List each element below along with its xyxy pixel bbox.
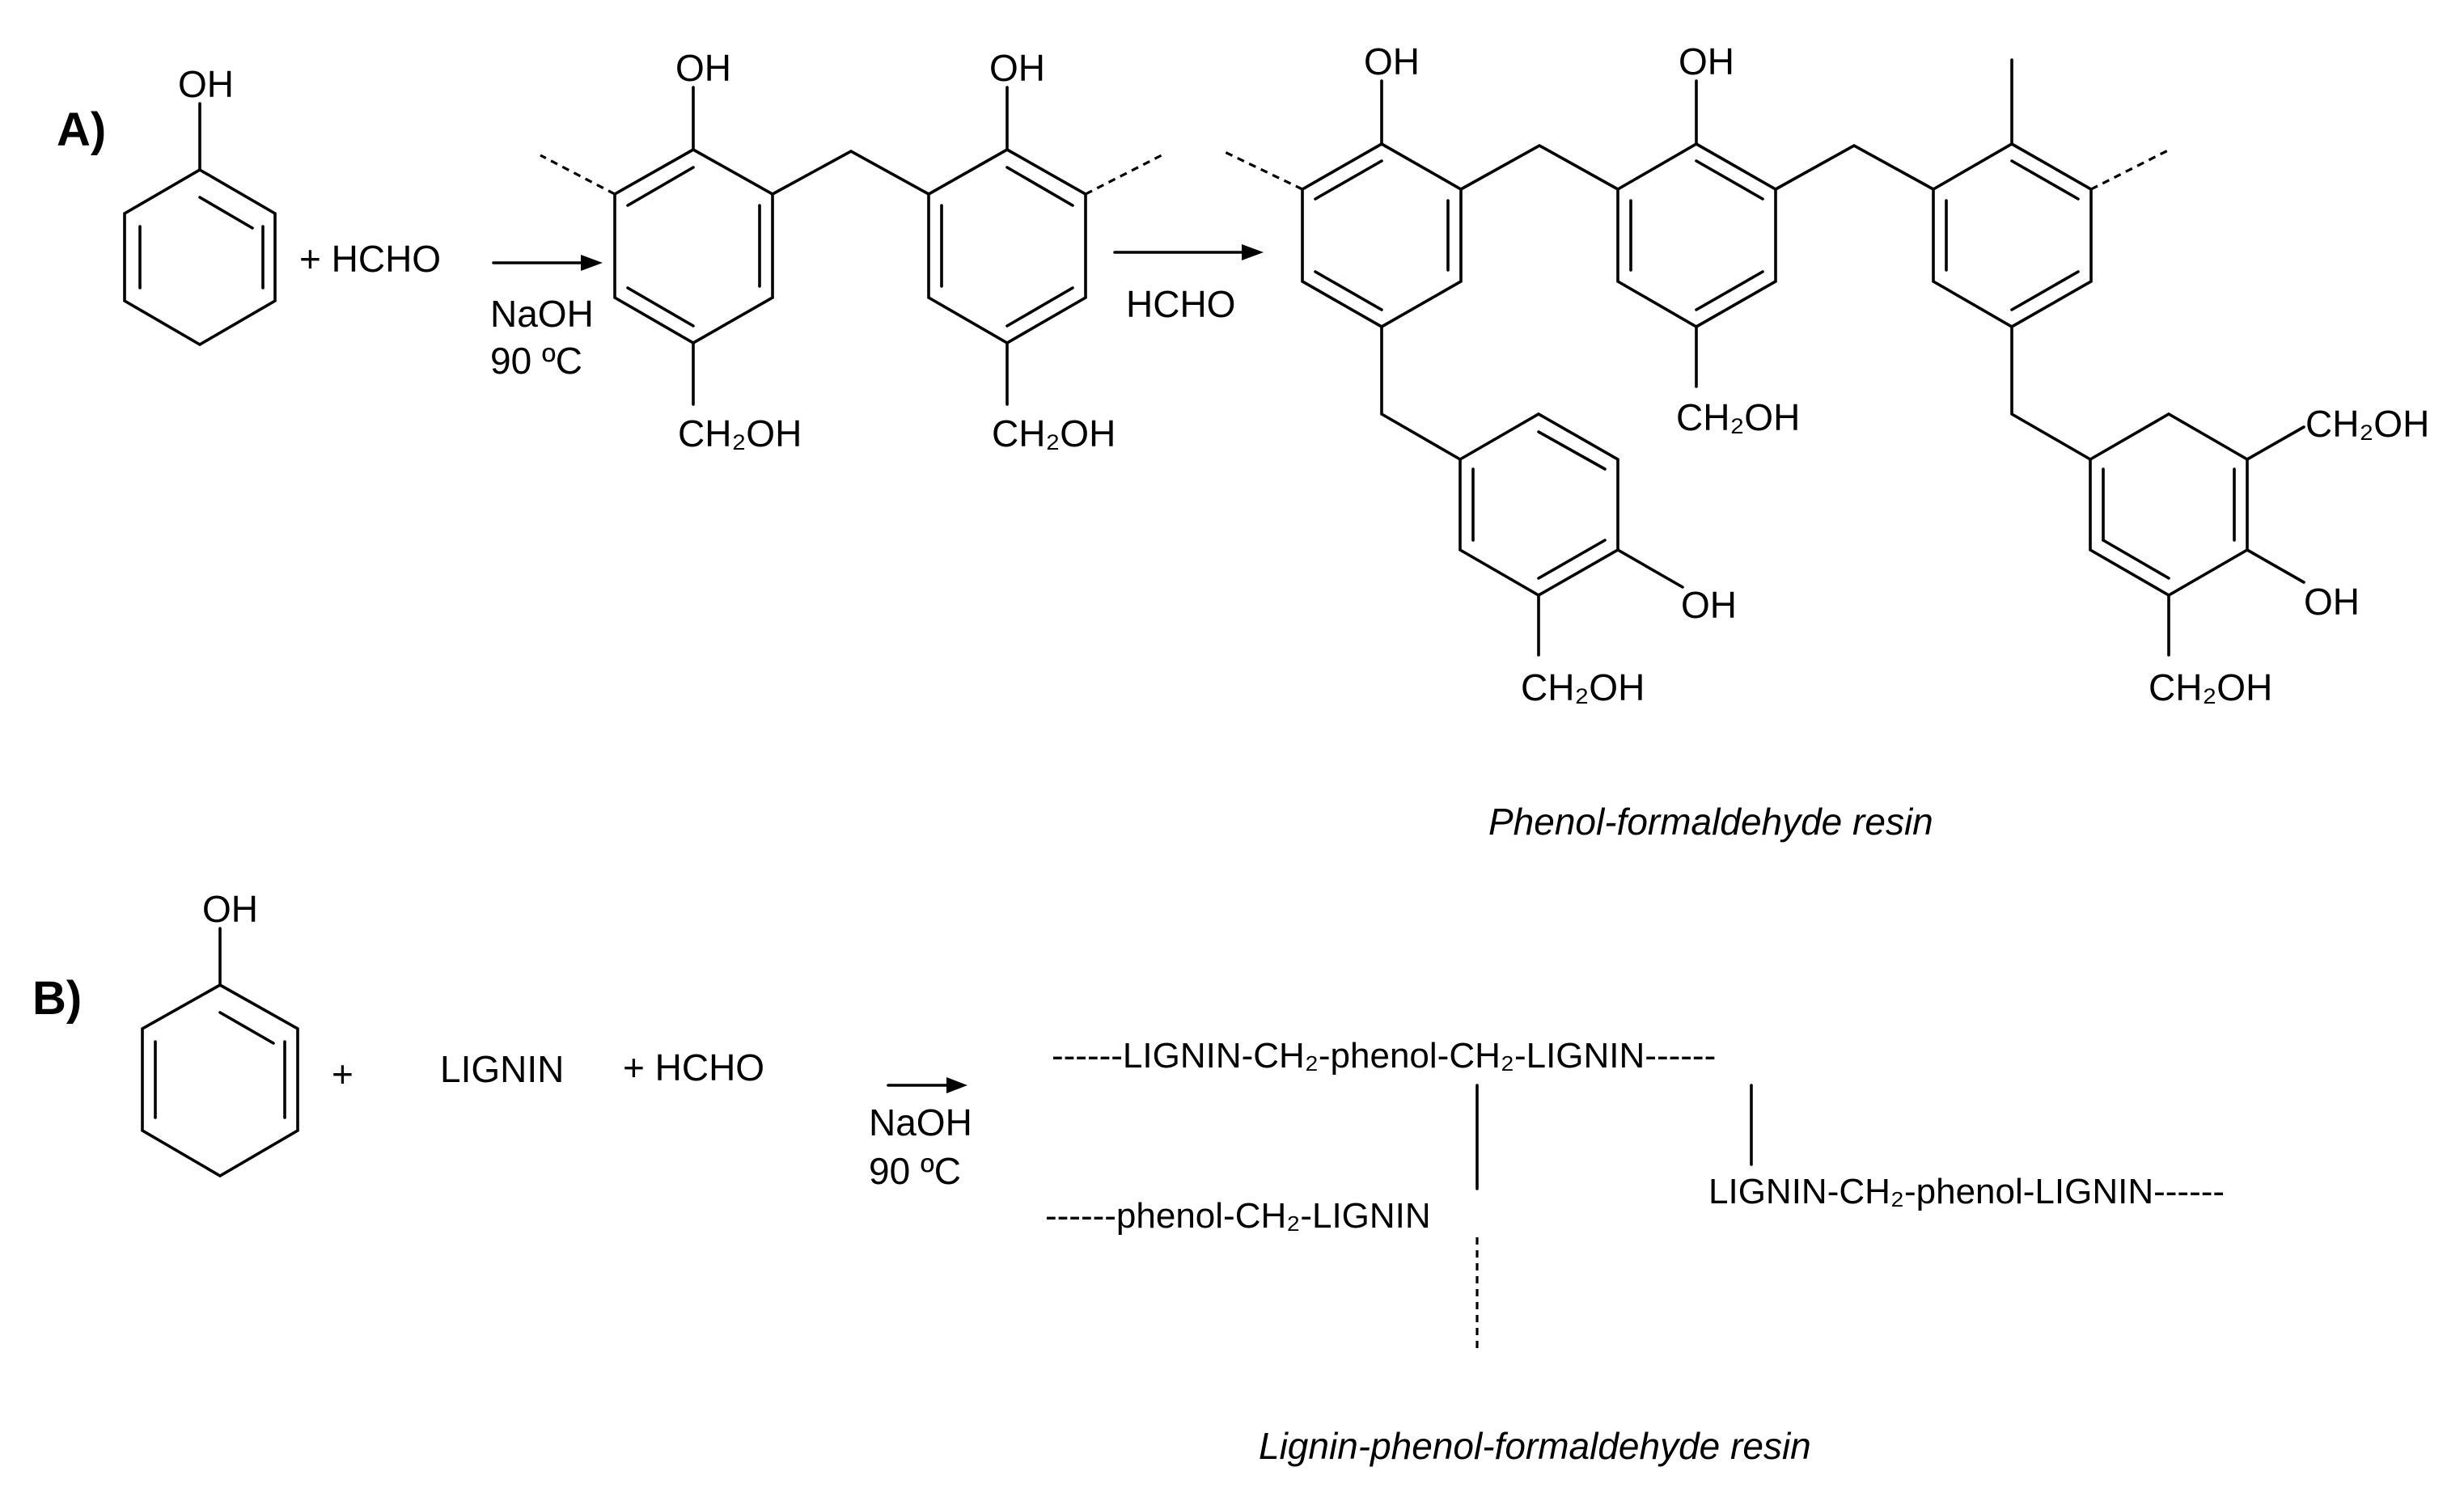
pendant1-oh: OH [1681,584,1737,626]
resin-oh-1: OH [1364,40,1420,82]
resin-ch2oh-2: CH₂OH [1676,396,1800,438]
reaction-arrow-b [887,1077,967,1093]
chain-top: ------LIGNIN-CH₂-phenol-CH₂-LIGNIN------ [1052,1036,1716,1076]
reaction-arrow-a1 [492,255,603,271]
dimer-oh-right: OH [989,47,1045,89]
pendant1-ch2oh: CH₂OH [1521,666,1645,708]
plus-hcho-b: + HCHO [623,1046,764,1089]
pendant2-oh: OH [2304,581,2360,623]
panel-b-label: B) [32,972,82,1025]
hcho-label-a: HCHO [1126,283,1235,325]
resin-oh-2: OH [1679,40,1734,82]
chain-right: LIGNIN-CH₂-phenol-LIGNIN------ [1708,1172,2225,1211]
caption-pf-resin: Phenol-formaldehyde resin [1488,801,1933,843]
pendant2-ch2oh-top: CH₂OH [2305,403,2429,445]
phenol-oh-label: OH [178,63,234,105]
dimer-oh-left: OH [675,47,731,89]
condition-naoh-b: NaOH [869,1101,972,1143]
phenol-b-oh-label: OH [202,888,258,930]
phenol-molecule-b: OH [141,888,299,1178]
dimer-ch2oh-left: CH₂OH [678,412,802,454]
chain-bottom-left: ------phenol-CH₂-LIGNIN [1045,1196,1431,1236]
plus-b: + [332,1053,354,1095]
caption-lpf-resin: Lignin-phenol-formaldehyde resin [1259,1425,1811,1467]
reaction-arrow-a2 [1113,244,1264,260]
condition-temp-b: 90 ºC [869,1150,961,1192]
phenol-molecule-a: OH [123,63,277,347]
plus-hcho-a: + HCHO [299,238,441,280]
lpf-resin-network: ------LIGNIN-CH₂-phenol-CH₂-LIGNIN------… [1045,1036,2225,1349]
dimer-ch2oh-right: CH₂OH [992,412,1116,454]
pf-resin-molecule: OH OH CH₂OH OH CH₂OH [1221,40,2429,708]
pendant2-ch2oh-bottom: CH₂OH [2149,666,2272,708]
condition-temp-a: 90 ºC [490,340,582,382]
dimer-molecule: OH CH₂OH OH CH₂OH [540,47,1162,454]
lignin-reagent: LIGNIN [440,1048,564,1090]
condition-naoh-a: NaOH [490,293,594,335]
panel-a-label: A) [57,104,106,156]
